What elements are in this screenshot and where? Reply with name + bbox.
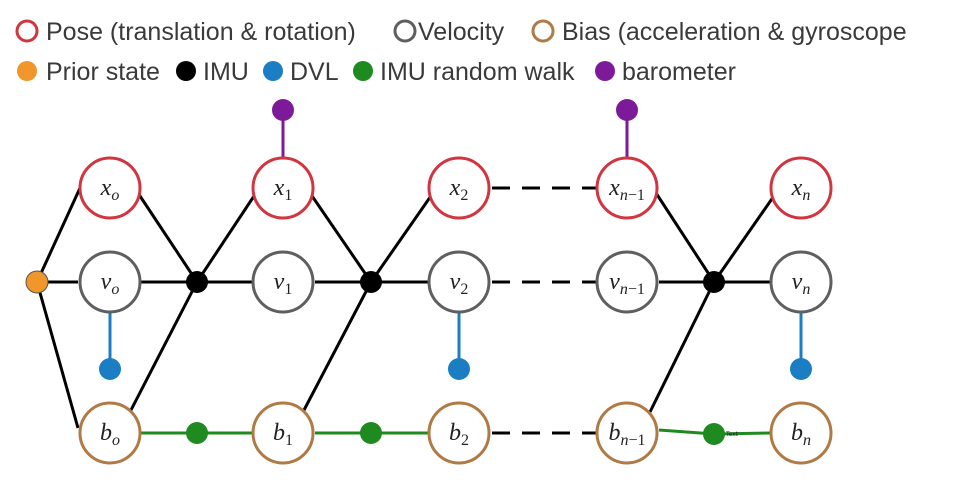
node-vn: vn	[769, 250, 833, 314]
legend-pose-marker	[15, 19, 39, 43]
svg-text:b1: b1	[273, 420, 293, 449]
legend-imu-marker	[176, 61, 196, 81]
svg-text:x2: x2	[449, 175, 469, 204]
node-xn1: xn−1	[595, 156, 659, 220]
node-x1: x1	[251, 156, 315, 220]
node-b2: b2	[427, 401, 491, 465]
stray-text-label: Text	[725, 431, 739, 438]
svg-text:xn: xn	[791, 175, 811, 204]
node-v0: vo	[78, 250, 142, 314]
barometer-factor-1	[272, 99, 294, 121]
edge-imu2-x2	[369, 192, 435, 283]
legend-dvl-label: DVL	[290, 58, 339, 86]
legend-bias-marker	[531, 19, 555, 43]
svg-text:vn: vn	[792, 269, 811, 298]
svg-text:b2: b2	[449, 420, 469, 449]
dvl-factor-0	[99, 358, 121, 380]
svg-text:v2: v2	[450, 269, 469, 298]
edge-x1-imu2	[308, 192, 373, 283]
legend-pose-label: Pose (translation & rotation)	[46, 18, 356, 46]
svg-text:bn: bn	[791, 420, 811, 449]
dvl-factor-n	[790, 358, 812, 380]
node-xn: xn	[769, 156, 833, 220]
node-v2: v2	[427, 250, 491, 314]
svg-text:vn−1: vn−1	[609, 269, 645, 298]
svg-text:x1: x1	[273, 175, 293, 204]
dvl-factor-2	[448, 358, 470, 380]
legend-dvl-marker	[263, 61, 283, 81]
legend-prior-label: Prior state	[46, 58, 160, 86]
svg-text:vo: vo	[101, 269, 120, 298]
random-walk-factor-n	[703, 423, 725, 445]
node-bn1: bn−1	[595, 401, 659, 465]
svg-text:v1: v1	[274, 269, 293, 298]
edge-b0-imu1	[128, 281, 199, 413]
svg-text:xo: xo	[100, 175, 120, 204]
svg-text:bo: bo	[100, 420, 120, 449]
node-b1: b1	[251, 401, 315, 465]
imu-factor-n	[703, 271, 725, 293]
edge-x0-imu1	[136, 192, 199, 283]
edge-prior-x0	[35, 187, 82, 283]
legend-random-walk-marker	[353, 61, 373, 81]
factors: Text	[25, 99, 812, 445]
edge-prior-b0	[35, 281, 80, 429]
edges	[35, 110, 803, 436]
variable-nodes: xo x1 x2 xn−1 xn vo v1 v2	[78, 156, 833, 465]
barometer-factor-n	[616, 99, 638, 121]
node-bn: bn	[769, 401, 833, 465]
prior-factor	[25, 270, 49, 294]
edge-b1-imu2	[301, 281, 373, 413]
edge-imun-xn	[712, 192, 778, 283]
edge-imu1-x1	[195, 192, 258, 283]
node-b0: bo	[78, 401, 142, 465]
legend-barometer-label: barometer	[622, 58, 736, 86]
legend-prior-marker	[17, 61, 37, 81]
legend-bias-label: Bias (acceleration & gyroscope	[562, 18, 907, 46]
node-v1: v1	[251, 250, 315, 314]
legend-imu-label: IMU	[203, 58, 249, 86]
node-x2: x2	[427, 156, 491, 220]
edge-bn1-imun	[648, 281, 716, 413]
svg-text:xn−1: xn−1	[608, 175, 645, 204]
random-walk-factor-1	[186, 422, 208, 444]
legend-velocity-label: Velocity	[418, 18, 505, 46]
imu-factor-1	[186, 271, 208, 293]
svg-text:bn−1: bn−1	[608, 420, 645, 449]
edge-xn1-imun	[654, 192, 716, 283]
node-x0: xo	[78, 156, 142, 220]
random-walk-factor-2	[360, 422, 382, 444]
legend-random-walk-label: IMU random walk	[380, 58, 575, 86]
node-vn1: vn−1	[595, 250, 659, 314]
legend-velocity-marker	[393, 19, 417, 43]
imu-factor-2	[360, 271, 382, 293]
legend-barometer-marker	[595, 61, 615, 81]
legend: Pose (translation & rotation) Velocity B…	[15, 18, 907, 86]
